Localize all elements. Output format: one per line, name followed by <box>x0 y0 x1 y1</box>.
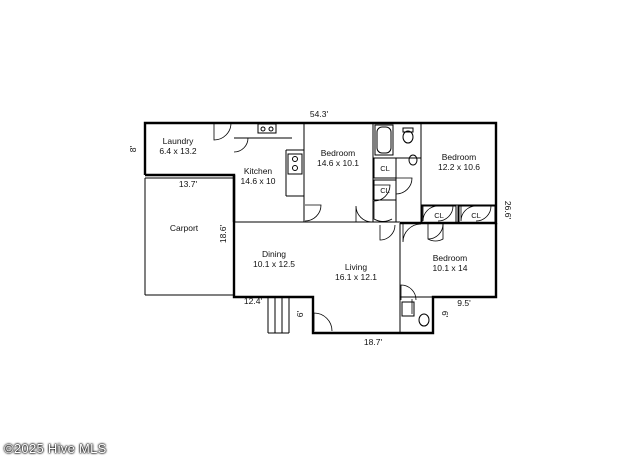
closet-labels: CL CL CL CL <box>380 164 481 220</box>
closet-label: CL <box>380 186 390 195</box>
room-dining-name: Dining <box>262 249 286 259</box>
room-living-size: 16.1 x 12.1 <box>335 272 377 282</box>
room-kitchen-name: Kitchen <box>244 166 273 176</box>
dim-laundry-height: 8' <box>128 145 138 152</box>
dim-overall-width: 54.3' <box>310 109 329 119</box>
room-bedroom2-size: 12.2 x 10.6 <box>438 162 480 172</box>
dim-front-width: 18.7' <box>364 337 383 347</box>
dim-carport-width: 13.7' <box>179 179 198 189</box>
entry-steps <box>267 297 290 334</box>
closet-label: CL <box>434 211 444 220</box>
room-bedroom1-name: Bedroom <box>321 148 356 158</box>
dim-bath-depth: 6' <box>440 311 450 318</box>
closets <box>373 157 496 224</box>
room-bedroom1-size: 14.6 x 10.1 <box>317 158 359 168</box>
dim-carport-depth: 18.6' <box>218 225 228 244</box>
dim-porch-width: 12.4' <box>244 296 263 306</box>
dim-porch-depth: 6' <box>295 310 305 317</box>
dim-overall-depth: 26.6' <box>503 201 513 220</box>
room-laundry-name: Laundry <box>163 136 194 146</box>
room-kitchen-size: 14.6 x 10 <box>241 176 276 186</box>
room-bedroom2-name: Bedroom <box>442 152 477 162</box>
room-living-name: Living <box>345 262 367 272</box>
room-bedroom3-size: 10.1 x 14 <box>433 263 468 273</box>
room-labels: Laundry 6.4 x 13.2 Kitchen 14.6 x 10 Bed… <box>159 136 480 282</box>
room-bedroom3-name: Bedroom <box>433 253 468 263</box>
room-laundry-size: 6.4 x 13.2 <box>159 146 197 156</box>
room-carport-name: Carport <box>170 223 199 233</box>
fixtures <box>257 123 430 327</box>
dim-bath-width: 9.5' <box>457 298 471 308</box>
room-dining-size: 10.1 x 12.5 <box>253 259 295 269</box>
dimension-labels: 54.3' 26.6' 8' 13.7' 18.6' 12.4' 6' 18.7… <box>128 109 513 347</box>
copyright-watermark: ©2025 Hive MLS <box>4 441 107 456</box>
closet-label: CL <box>471 211 481 220</box>
closet-label: CL <box>380 164 390 173</box>
